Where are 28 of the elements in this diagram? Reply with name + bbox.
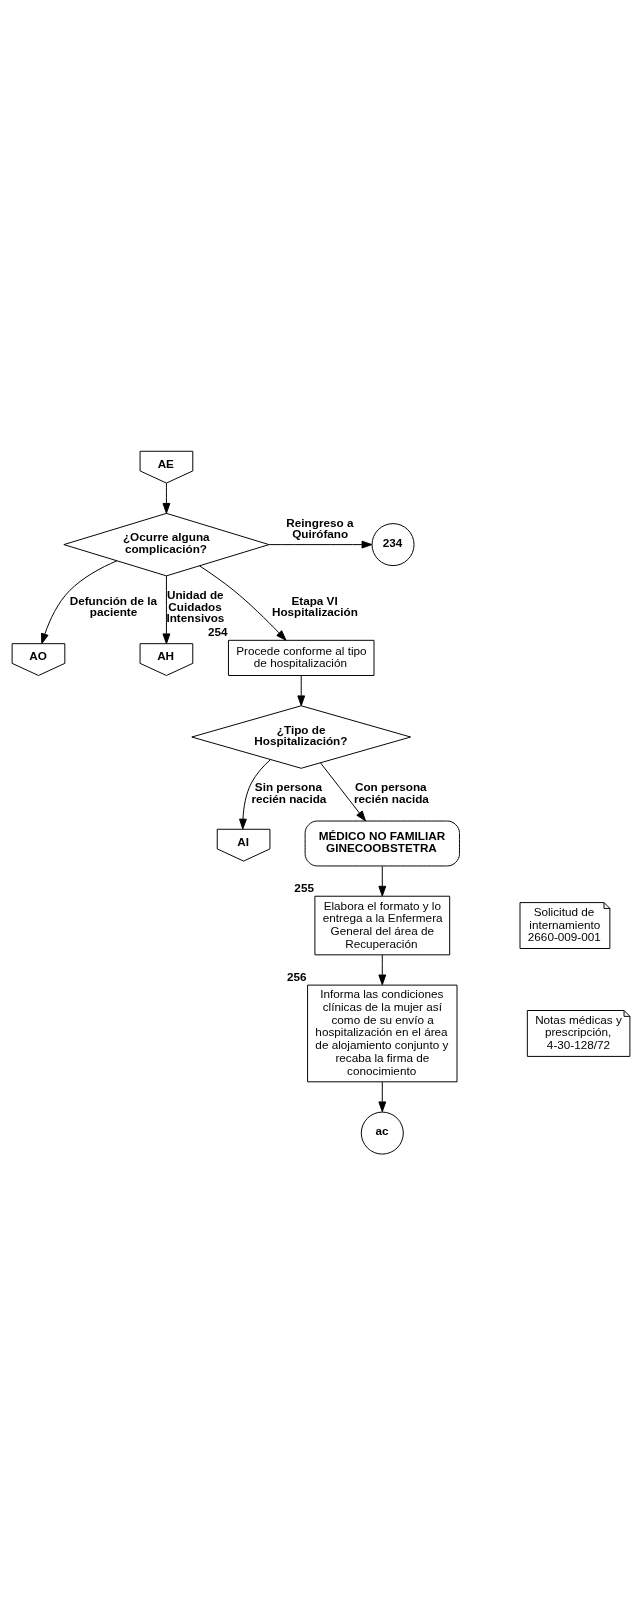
edge-label: Con persona recién nacida: [353, 779, 429, 805]
arrow: [320, 762, 366, 821]
edge-label: Reingreso a Quirófano: [286, 515, 354, 540]
node-box: MÉDICO NO FAMILIAR GINECOOBSTETRA: [304, 820, 460, 866]
node-diamond: ¿Tipo de Hospitalización?: [191, 704, 412, 769]
node-diamond: ¿Ocurre alguna complicación?: [63, 512, 270, 576]
node-label: 254: [207, 624, 228, 638]
edge-label: Sin persona recién nacida: [251, 779, 327, 805]
arrow: [199, 564, 287, 641]
node-box: Procede conforme al tipo de hospitalización: [227, 639, 375, 676]
node-label: 256: [287, 969, 307, 983]
arrow: [41, 559, 118, 644]
arrow: [162, 575, 171, 644]
node-box: Elabora el formato y lo entrega a la Enfermera General del área de Recuperación: [314, 895, 451, 955]
edge-label: Defunción de la paciente: [69, 593, 157, 618]
edge-label: Etapa VI Hospitalización: [271, 593, 358, 618]
arrow: [297, 674, 306, 706]
arrow: [378, 865, 387, 897]
node-box: Informa las condiciones clínicas de la mujer así como de su envío a hospitalización en el área de alojamiento conjunto y recaba la firma de conocimiento: [307, 984, 458, 1082]
arrow: [162, 482, 171, 514]
arrow: [378, 953, 387, 985]
node-label: 255: [294, 880, 314, 894]
arrow: [268, 540, 373, 548]
node-circle: 234: [371, 522, 415, 566]
arrow: [378, 1080, 387, 1112]
node-circle: ac: [360, 1111, 404, 1155]
edge-label: Unidad de Cuidados Intensivos: [166, 587, 225, 624]
arrow: [239, 758, 271, 829]
